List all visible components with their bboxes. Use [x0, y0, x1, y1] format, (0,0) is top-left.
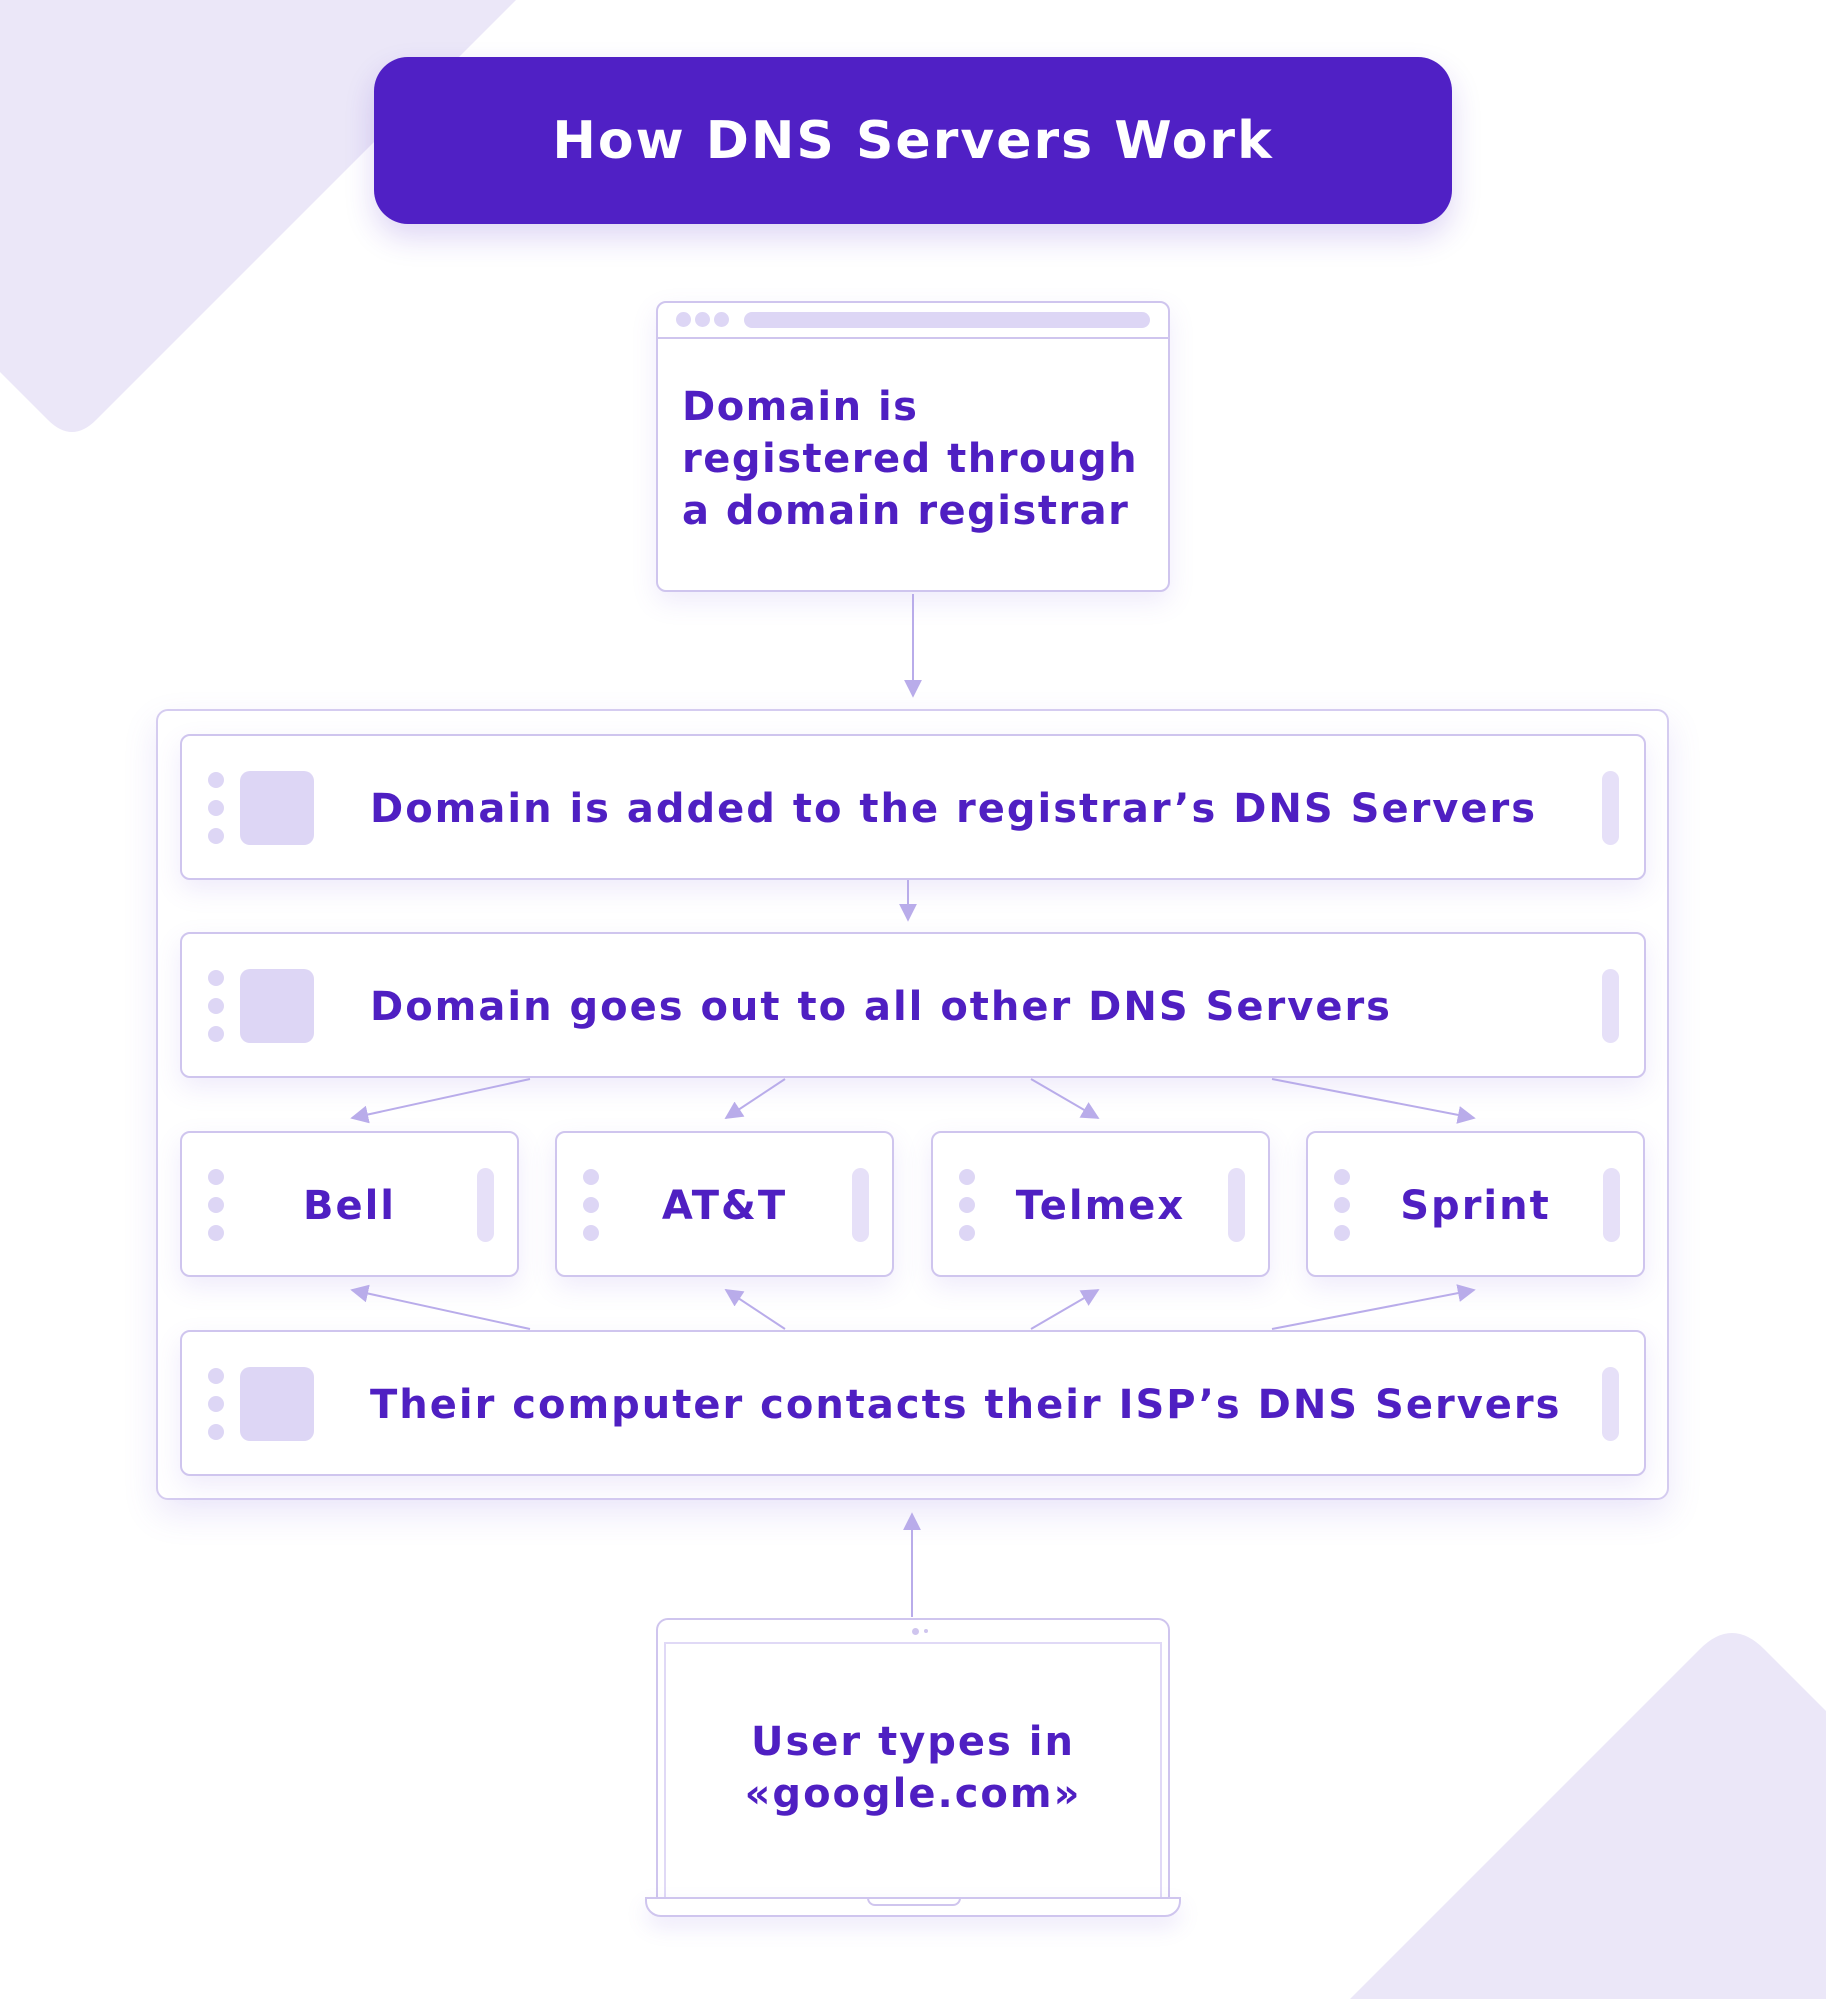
status-indicator-icon [1602, 969, 1619, 1043]
browser-title-bar [658, 303, 1168, 339]
browser-dot-icon [676, 312, 691, 327]
status-indicator-icon [1603, 1168, 1620, 1242]
isp-name: Sprint [1400, 1183, 1551, 1229]
isp-card-bell: Bell [180, 1131, 519, 1277]
isp-card-sprint: Sprint [1306, 1131, 1645, 1277]
drag-handle-icon [1334, 1169, 1350, 1253]
propagation-step: Domain goes out to all other DNS Servers [180, 932, 1646, 1078]
laptop-notch [867, 1897, 961, 1906]
drag-handle-icon [959, 1169, 975, 1253]
drag-handle-icon [208, 1169, 224, 1253]
laptop-display: User types in «google.com» [664, 1642, 1162, 1898]
status-indicator-icon [1602, 1367, 1619, 1441]
user-laptop: User types in «google.com» [656, 1618, 1170, 1900]
isp-name: Bell [302, 1183, 397, 1229]
isp-name: Telmex [1015, 1183, 1186, 1229]
registrar-dns-step-text: Domain is added to the registrar’s DNS S… [370, 786, 1538, 832]
drag-handle-icon [583, 1169, 599, 1253]
user-input-step-text: User types in «google.com» [666, 1716, 1160, 1820]
registration-step-text: Domain is registered through a domain re… [682, 384, 1139, 534]
registrar-browser-card: Domain is registered through a domain re… [656, 301, 1170, 592]
camera-icon [912, 1628, 919, 1635]
drag-handle-icon [208, 970, 224, 1054]
drag-handle-icon [208, 1368, 224, 1452]
isp-name: AT&T [661, 1183, 788, 1229]
browser-dot-icon [695, 312, 710, 327]
status-indicator-icon [1228, 1168, 1245, 1242]
drag-handle-icon [208, 772, 224, 856]
laptop-base [645, 1897, 1181, 1917]
camera-light-icon [924, 1629, 928, 1633]
status-indicator-icon [1602, 771, 1619, 845]
status-indicator-icon [477, 1168, 494, 1242]
status-indicator-icon [852, 1168, 869, 1242]
server-icon [240, 771, 314, 845]
browser-url-bar [744, 312, 1150, 328]
bottom-right-decor-shape [1350, 1633, 1826, 1999]
page-title: How DNS Servers Work [552, 110, 1274, 171]
isp-card-telmex: Telmex [931, 1131, 1270, 1277]
isp-contact-step-text: Their computer contacts their ISP’s DNS … [370, 1382, 1562, 1428]
title-banner: How DNS Servers Work [374, 57, 1452, 224]
isp-card-att: AT&T [555, 1131, 894, 1277]
server-icon [240, 1367, 314, 1441]
user-input-line-2: «google.com» [744, 1771, 1082, 1817]
user-input-line-1: User types in [751, 1719, 1075, 1765]
browser-dot-icon [714, 312, 729, 327]
isp-contact-step: Their computer contacts their ISP’s DNS … [180, 1330, 1646, 1476]
server-icon [240, 969, 314, 1043]
registrar-dns-step: Domain is added to the registrar’s DNS S… [180, 734, 1646, 880]
propagation-step-text: Domain goes out to all other DNS Servers [370, 984, 1392, 1030]
